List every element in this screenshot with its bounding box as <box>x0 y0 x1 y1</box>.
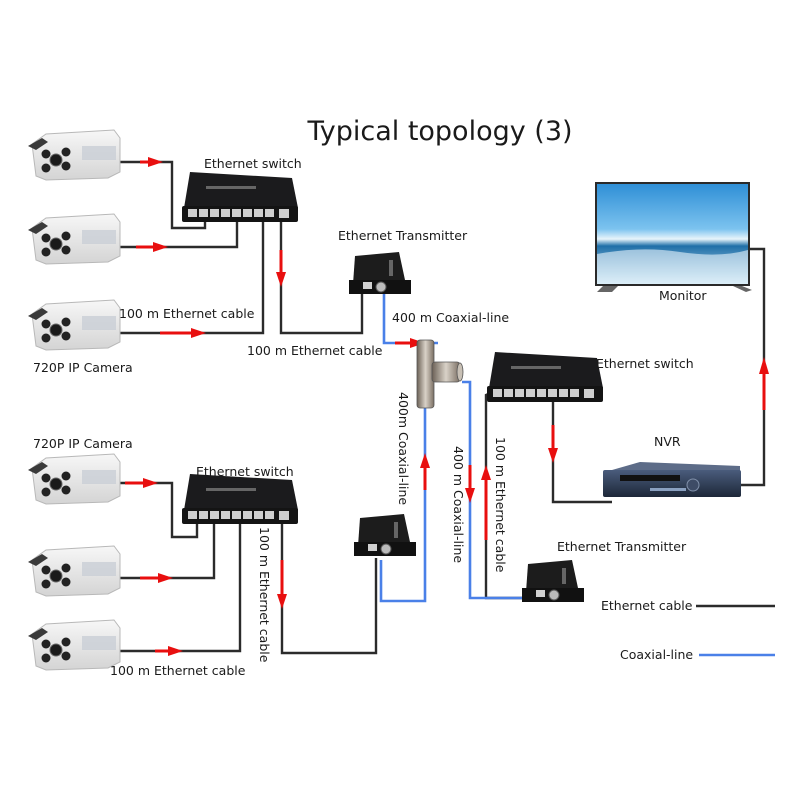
nvr-recorder <box>603 462 741 497</box>
signal-arrows <box>125 157 769 656</box>
transmitter-right-label: Ethernet Transmitter <box>557 539 687 554</box>
switch-top-label: Ethernet switch <box>204 156 302 171</box>
bnc-t-connector <box>416 339 464 409</box>
arrow-right-icon <box>140 157 163 167</box>
ethernet-transmitter-right <box>521 559 585 603</box>
arrow-down-icon <box>465 465 475 503</box>
ethernet-switch-right <box>487 352 603 402</box>
ip-camera-4 <box>27 453 121 505</box>
bottom-switch-vertical-label: 100 m Ethernet cable <box>257 527 272 663</box>
left-coax-vertical-label: 400m Coaxial-line <box>396 392 411 505</box>
ethernet-switch-top <box>182 172 298 222</box>
arrow-up-icon <box>759 357 769 410</box>
switch-bottom-label: Ethernet switch <box>196 464 294 479</box>
arrow-down-icon <box>277 560 287 609</box>
legend: Ethernet cable Coaxial-line <box>601 598 775 662</box>
top-switch-to-transmitter-label: 100 m Ethernet cable <box>247 343 383 358</box>
bottom-camera-cable-label: 100 m Ethernet cable <box>110 663 246 678</box>
ip-camera-2 <box>27 213 121 265</box>
arrow-down-icon <box>548 425 558 463</box>
diagram-title: Typical topology (3) <box>306 116 572 147</box>
ip-camera-1 <box>27 129 121 181</box>
ethernet-switch-bottom <box>182 474 298 524</box>
camera-label-bottom: 720P IP Camera <box>33 436 133 451</box>
legend-coaxial: Coaxial-line <box>620 647 775 662</box>
ip-camera-5 <box>27 545 121 597</box>
arrow-right-icon <box>160 328 206 338</box>
nvr-label: NVR <box>654 434 681 449</box>
right-ethernet-vertical-label: 100 m Ethernet cable <box>493 437 508 573</box>
camera-label-top: 720P IP Camera <box>33 360 133 375</box>
arrow-up-icon <box>420 453 430 490</box>
monitor <box>595 182 752 292</box>
top-camera-cable-label: 100 m Ethernet cable <box>119 306 255 321</box>
arrow-right-icon <box>140 573 173 583</box>
arrow-up-icon <box>481 465 491 540</box>
legend-ethernet: Ethernet cable <box>601 598 775 613</box>
ip-camera-3 <box>27 299 121 351</box>
top-coax-label: 400 m Coaxial-line <box>392 310 509 325</box>
switch-right-label: Ethernet switch <box>596 356 694 371</box>
ethernet-transmitter-top <box>348 251 412 295</box>
legend-coaxial-label: Coaxial-line <box>620 647 693 662</box>
arrow-right-icon <box>155 646 183 656</box>
legend-ethernet-label: Ethernet cable <box>601 598 693 613</box>
middle-coax-vertical-label: 400 m Coaxial-line <box>451 446 466 563</box>
arrow-down-icon <box>276 250 286 287</box>
arrow-right-icon <box>125 478 158 488</box>
transmitter-top-label: Ethernet Transmitter <box>338 228 468 243</box>
ethernet-transmitter-bottom <box>353 513 417 557</box>
ip-camera-6 <box>27 619 121 671</box>
monitor-label: Monitor <box>659 288 707 303</box>
arrow-right-icon <box>136 242 168 252</box>
